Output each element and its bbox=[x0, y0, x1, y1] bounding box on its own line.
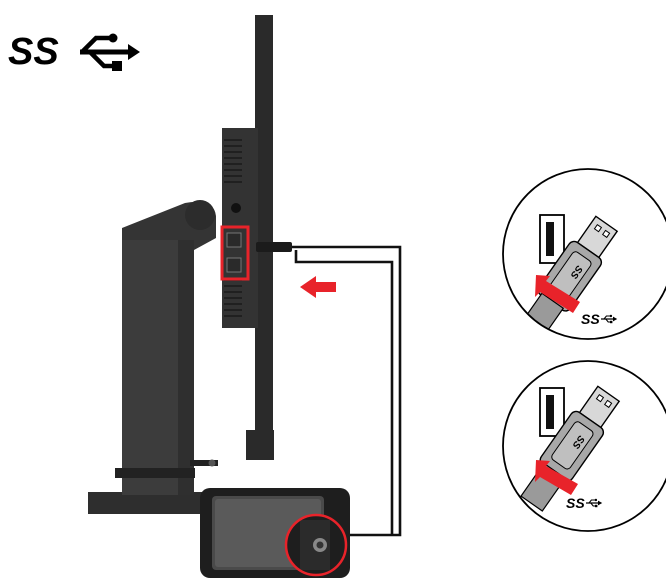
phone-device bbox=[200, 488, 350, 578]
audio-jack bbox=[231, 203, 241, 213]
usb-ports-highlight bbox=[220, 225, 250, 281]
ss-mark-bottom: SS bbox=[566, 495, 603, 511]
superspeed-logo-text: SS bbox=[8, 31, 59, 73]
monitor-panel bbox=[255, 15, 273, 440]
usb-trident-icon bbox=[80, 33, 140, 71]
insert-arrow-bottom bbox=[535, 460, 578, 495]
cable-clip bbox=[115, 468, 195, 478]
phone-port-highlight bbox=[284, 513, 348, 577]
insert-direction-arrow bbox=[300, 276, 336, 298]
ss-mark-bottom-text: SS bbox=[566, 495, 585, 511]
usb-plug-bottom: SS bbox=[520, 385, 621, 512]
usb-port-upper bbox=[226, 232, 242, 248]
zoom-detail-bottom: SS SS bbox=[502, 360, 666, 532]
ss-mark-top-text: SS bbox=[581, 311, 600, 327]
insert-arrow-top bbox=[535, 275, 580, 313]
ss-mark-top: SS bbox=[581, 311, 618, 327]
superspeed-logo: SS bbox=[8, 31, 140, 73]
usb-port-lower bbox=[226, 257, 242, 273]
usb-cable bbox=[292, 245, 402, 537]
monitor-stand bbox=[88, 200, 296, 514]
zoom-detail-top: SS SS bbox=[502, 168, 666, 340]
connected-cable-plug bbox=[256, 242, 292, 252]
monitor-side-view bbox=[220, 15, 292, 460]
